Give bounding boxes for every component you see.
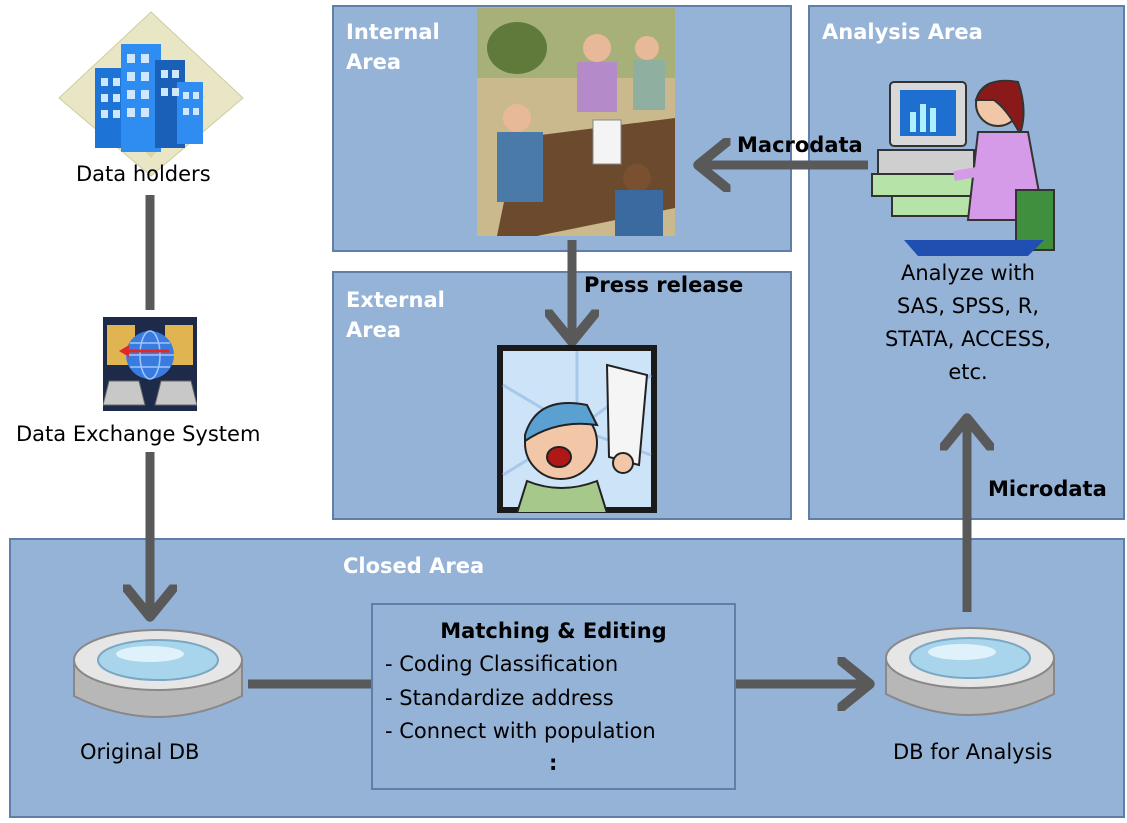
analyst-computer-icon [871,79,1055,256]
newspaper-boy-icon [497,345,657,513]
analysis-tools-label: Analyze with SAS, SPSS, R, STATA, ACCESS… [884,261,1052,384]
database-icon [885,627,1055,716]
matching-editing-box: Matching & Editing - Coding Classificati… [371,603,736,790]
db-analysis-label: DB for Analysis [893,740,1053,764]
network-exchange-icon [103,317,197,411]
matching-item: - Standardize address [385,686,614,710]
matching-ellipsis: : [549,751,558,775]
data-exchange-label: Data Exchange System [16,422,261,446]
macrodata-label: Macrodata [737,133,863,157]
buildings-icon [58,11,244,177]
matching-title: Matching & Editing [440,619,667,643]
original-db-label: Original DB [80,740,200,764]
analysis-area-title: Analysis Area [822,20,983,44]
closed-area-title: Closed Area [343,554,485,578]
matching-item: - Coding Classification [385,652,619,676]
external-area-title: External Area [346,288,445,342]
matching-item: - Connect with population [385,719,656,743]
database-icon [73,629,243,718]
meeting-icon [477,8,675,236]
microdata-label: Microdata [988,477,1107,501]
internal-area-title: Internal Area [346,20,440,74]
press-release-label: Press release [584,273,744,297]
data-holders-label: Data holders [76,162,211,186]
